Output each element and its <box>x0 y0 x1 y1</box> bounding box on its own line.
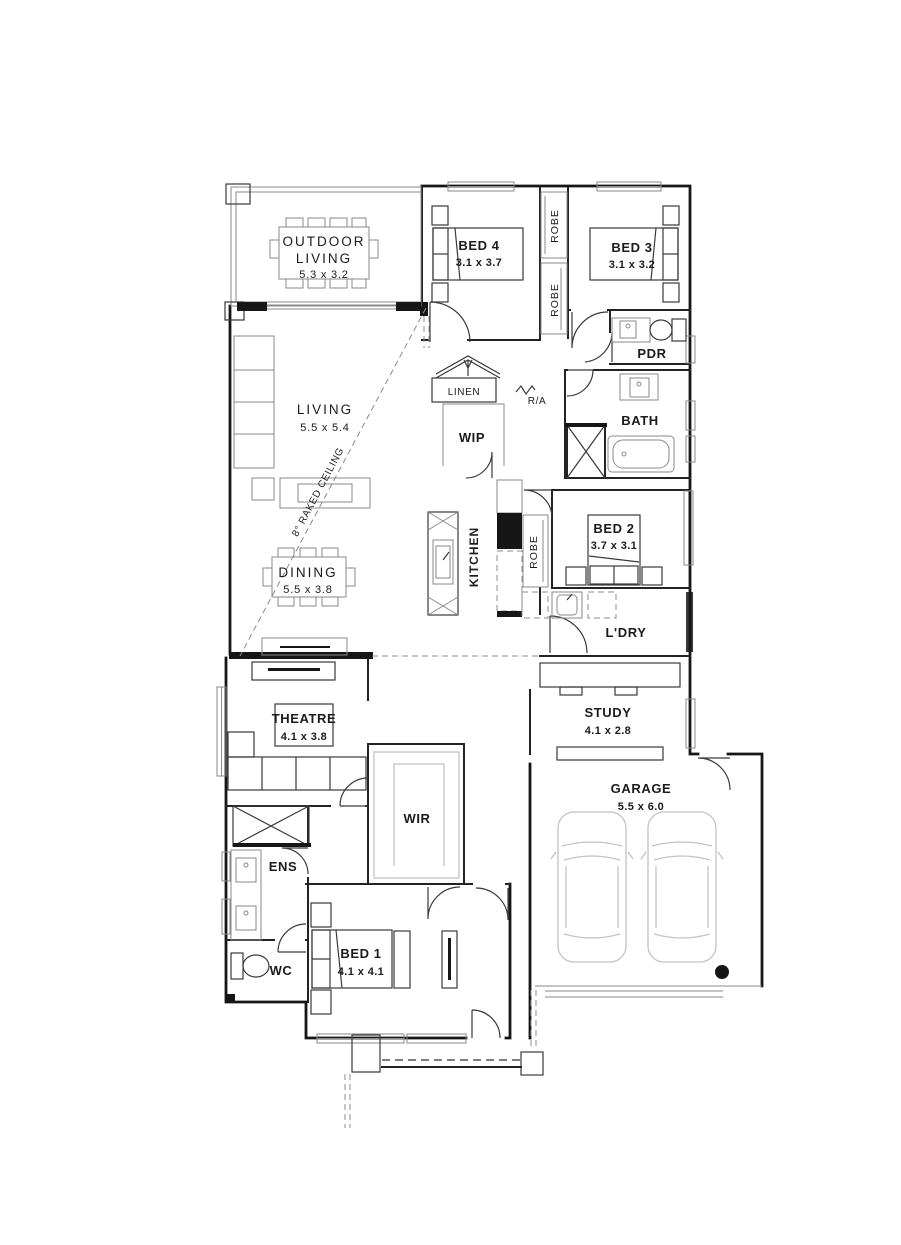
dining-dims: 5.5 x 3.8 <box>283 584 332 596</box>
linen-label: LINEN <box>448 387 480 398</box>
kitchen-fixtures <box>427 479 549 617</box>
laundry-fixtures <box>521 591 617 619</box>
garage-column-dot <box>715 965 729 979</box>
porch-structure <box>344 990 544 1128</box>
study-label: STUDY <box>584 705 631 720</box>
wc-label: WC <box>270 963 293 978</box>
mirror-cabinet-icon <box>441 930 458 989</box>
pdr-label: PDR <box>637 346 666 361</box>
fridge-space <box>497 513 522 549</box>
garage-dims: 5.5 x 6.0 <box>618 801 664 813</box>
toilet-icon <box>671 318 687 342</box>
wc-toilet-icon <box>227 952 270 1002</box>
laundry-window <box>686 592 693 652</box>
bed2-icon <box>565 514 663 586</box>
bath-fixtures <box>565 373 675 479</box>
bed4-label: BED 4 <box>458 238 499 253</box>
bed1-dims: 4.1 x 4.1 <box>338 966 384 978</box>
living-dims: 5.5 x 5.4 <box>300 422 349 434</box>
robe-label-c: ROBE <box>528 535 540 569</box>
bathtub-icon <box>607 435 675 473</box>
car-icon <box>550 811 634 963</box>
tv-unit-icon <box>251 661 336 681</box>
bed3-dims: 3.1 x 3.2 <box>609 259 655 271</box>
theatre-label: THEATRE <box>272 711 337 726</box>
wir-label: WIR <box>403 811 430 826</box>
bath-label: BATH <box>621 413 659 428</box>
study-dims: 4.1 x 2.8 <box>585 725 631 737</box>
room-labels: OUTDOOR LIVING 5.3 x 3.2 BED 4 3.1 x 3.7… <box>269 209 672 978</box>
bed3-label: BED 3 <box>611 240 652 255</box>
outdoor-living-label-line2: LIVING <box>296 251 352 266</box>
dining-table-icon <box>261 547 356 656</box>
bed4-dims: 3.1 x 3.7 <box>456 257 502 269</box>
windows <box>216 181 762 1044</box>
door-jamb <box>420 302 428 316</box>
bed2-robe-icon <box>522 514 549 588</box>
outdoor-living-structure <box>224 183 422 321</box>
bed1-icon <box>310 902 458 1015</box>
theatre-label-box <box>274 703 334 747</box>
return-air-label: R/A <box>528 396 546 407</box>
bed1-label: BED 1 <box>340 946 381 961</box>
outdoor-living-label-line1: OUTDOOR <box>283 234 366 249</box>
theatre-furniture <box>227 661 367 791</box>
gable-mark <box>435 355 501 379</box>
bed2-dims: 3.7 x 3.1 <box>591 540 637 552</box>
island-bench-icon <box>427 511 459 616</box>
wir-shelving <box>373 751 460 879</box>
washer-space <box>587 591 617 619</box>
garage-label: GARAGE <box>611 781 672 796</box>
wip-label: WIP <box>459 430 485 445</box>
outdoor-living-dims: 5.3 x 3.2 <box>299 269 348 281</box>
pdr-fixtures <box>611 317 687 343</box>
exterior-walls <box>224 184 764 1040</box>
raked-ceiling-note: 8° RAKED CEILING <box>290 446 346 539</box>
door-swings <box>277 301 731 1039</box>
slider-track <box>396 302 421 311</box>
living-sofa-icon <box>233 335 371 509</box>
garage-cars <box>550 811 729 979</box>
robe-label-b: ROBE <box>549 283 561 317</box>
ens-label: ENS <box>269 859 298 874</box>
dining-label: DINING <box>278 565 337 580</box>
slider-track <box>237 302 267 311</box>
annotation-lines <box>239 307 540 657</box>
return-air-mark <box>515 384 536 396</box>
robe-label-a: ROBE <box>549 209 561 243</box>
bed3-icon <box>589 205 680 303</box>
ens-fixtures <box>230 805 311 941</box>
bed4-icon <box>431 205 524 303</box>
living-label: LIVING <box>297 402 353 417</box>
bed2-label: BED 2 <box>593 521 634 536</box>
study-desk-icon <box>539 662 681 761</box>
linen-shelf <box>431 377 505 466</box>
theatre-dims: 4.1 x 3.8 <box>281 731 327 743</box>
buffet-icon <box>261 637 348 656</box>
outdoor-table-icon <box>269 217 379 289</box>
car-icon <box>640 811 724 963</box>
kitchen-label: KITCHEN <box>467 527 481 587</box>
laundry-label: L'DRY <box>606 625 647 640</box>
robe-cabinets <box>540 191 568 335</box>
